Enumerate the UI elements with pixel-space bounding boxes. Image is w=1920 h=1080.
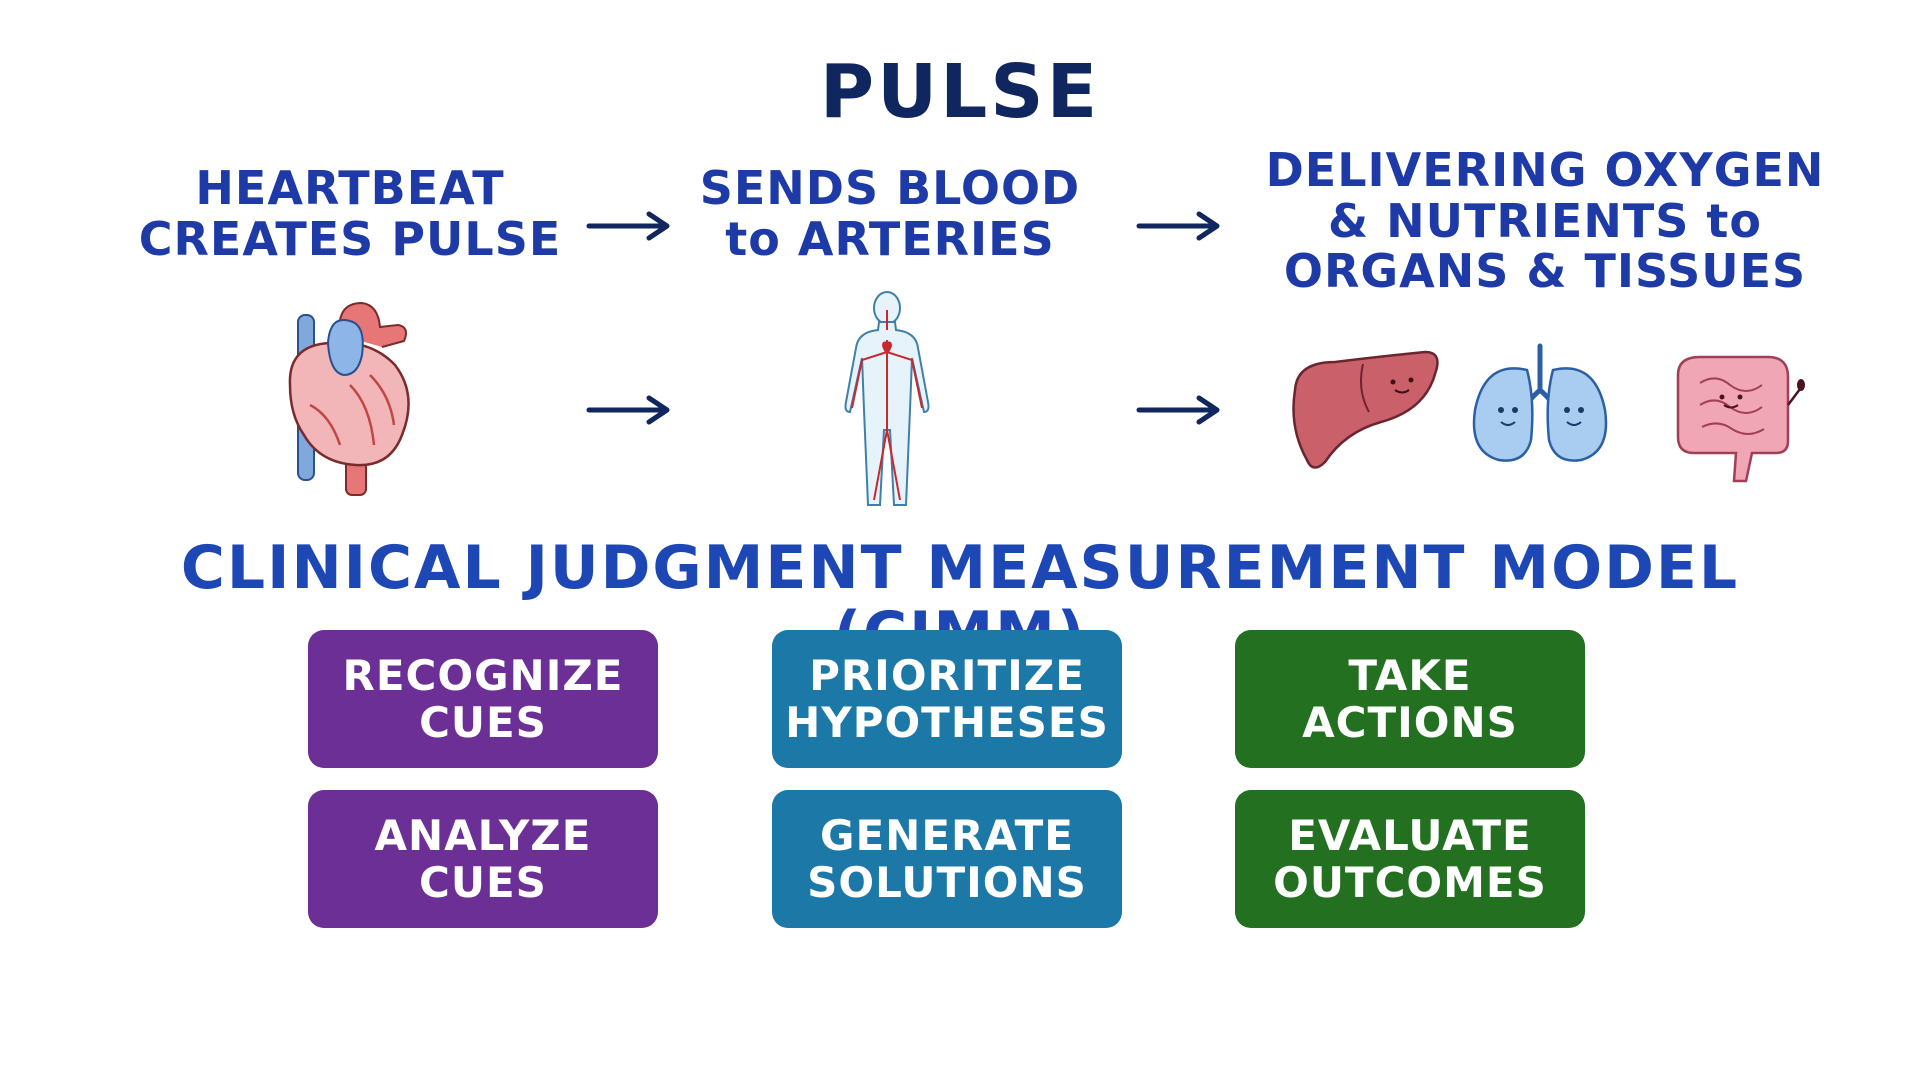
- intestines-icon: [1676, 355, 1805, 483]
- human-body-icon: [844, 291, 930, 506]
- step-sends-blood-label: SENDS BLOOD to ARTERIES: [699, 161, 1081, 266]
- step-delivering-oxygen-label: DELIVERING OXYGEN & NUTRIENTS to ORGANS …: [1265, 143, 1825, 299]
- box-evaluate-outcomes: EVALUATE OUTCOMES: [1235, 790, 1585, 928]
- arrow-right-icon: [1136, 211, 1220, 241]
- arrow-right-icon: [586, 211, 670, 241]
- step-heartbeat-label: HEARTBEAT CREATES PULSE: [138, 161, 562, 266]
- heart-icon: [288, 301, 410, 496]
- arrow-right-icon: [586, 395, 670, 425]
- box-take-actions: TAKE ACTIONS: [1235, 630, 1585, 768]
- diagram-title: PULSE: [819, 49, 1101, 135]
- box-recognize-cues: RECOGNIZE CUES: [308, 630, 658, 768]
- box-generate-solutions: GENERATE SOLUTIONS: [772, 790, 1122, 928]
- arrow-right-icon: [1136, 395, 1220, 425]
- liver-icon: [1292, 350, 1439, 469]
- box-analyze-cues: ANALYZE CUES: [308, 790, 658, 928]
- box-prioritize-hypotheses: PRIORITIZE HYPOTHESES: [772, 630, 1122, 768]
- lungs-icon: [1472, 343, 1608, 462]
